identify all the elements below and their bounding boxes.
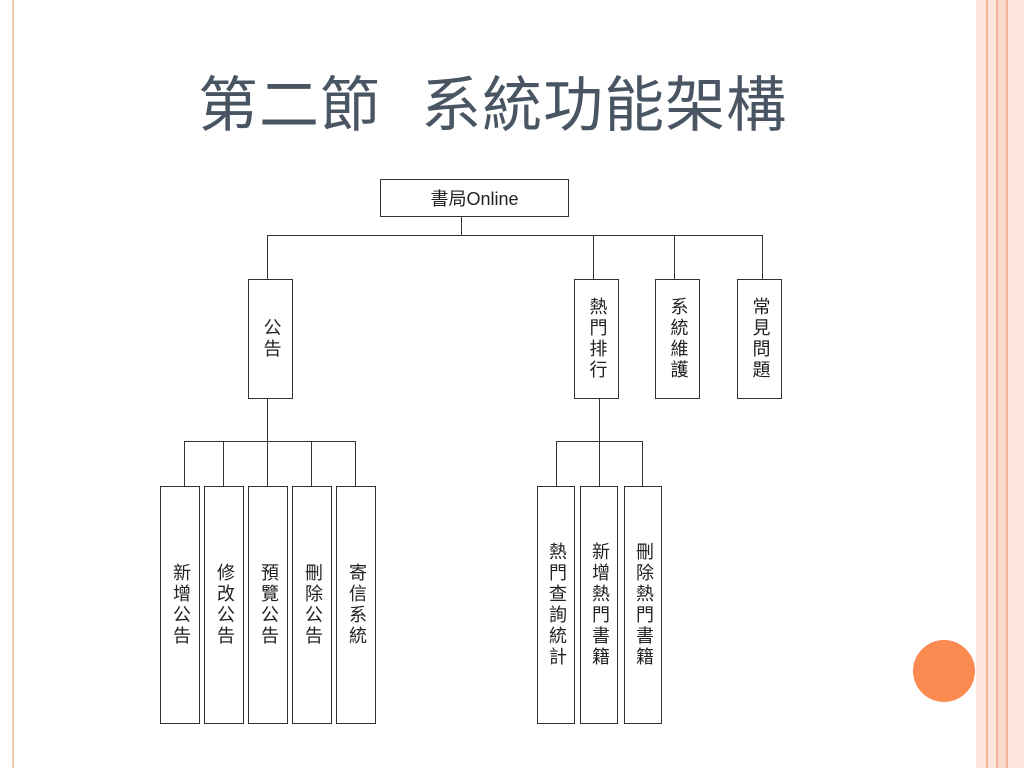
right-border-stripe [986, 0, 988, 768]
connector [461, 217, 462, 236]
connector [184, 441, 356, 442]
right-border-stripe [976, 0, 986, 768]
right-border-stripe [996, 0, 998, 768]
slide-title: 第二節 系統功能架構 [198, 71, 788, 141]
connector [223, 441, 224, 487]
connector [267, 399, 268, 442]
node-hot-ranking: 熱門排行 [574, 279, 619, 399]
connector [642, 441, 643, 487]
node-announcement: 公告 [248, 279, 293, 399]
decorative-circle [913, 640, 975, 702]
node-faq: 常見問題 [737, 279, 782, 399]
node-add-hot-books: 新增熱門書籍 [580, 486, 618, 724]
connector [674, 235, 675, 280]
node-preview-announcement: 預覽公告 [248, 486, 288, 724]
connector [184, 441, 185, 487]
connector [355, 441, 356, 487]
connector [267, 235, 763, 236]
right-border-stripe [1008, 0, 1024, 768]
connector [599, 441, 600, 487]
node-edit-announcement: 修改公告 [204, 486, 244, 724]
node-hot-query-stats: 熱門查詢統計 [537, 486, 575, 724]
node-delete-announcement: 刪除公告 [292, 486, 332, 724]
node-add-announcement: 新增公告 [160, 486, 200, 724]
right-border-stripe [998, 0, 1006, 768]
node-system-maintenance: 系統維護 [655, 279, 700, 399]
right-border-stripe [1006, 0, 1008, 768]
connector [311, 441, 312, 487]
node-mail-system: 寄信系統 [336, 486, 376, 724]
left-border-line [12, 0, 14, 768]
right-border-stripe [988, 0, 996, 768]
node-root: 書局Online [380, 179, 569, 217]
connector [267, 441, 268, 487]
connector [556, 441, 557, 487]
connector [599, 399, 600, 442]
connector [267, 235, 268, 280]
connector [762, 235, 763, 280]
connector [593, 235, 594, 280]
node-delete-hot-books: 刪除熱門書籍 [624, 486, 662, 724]
